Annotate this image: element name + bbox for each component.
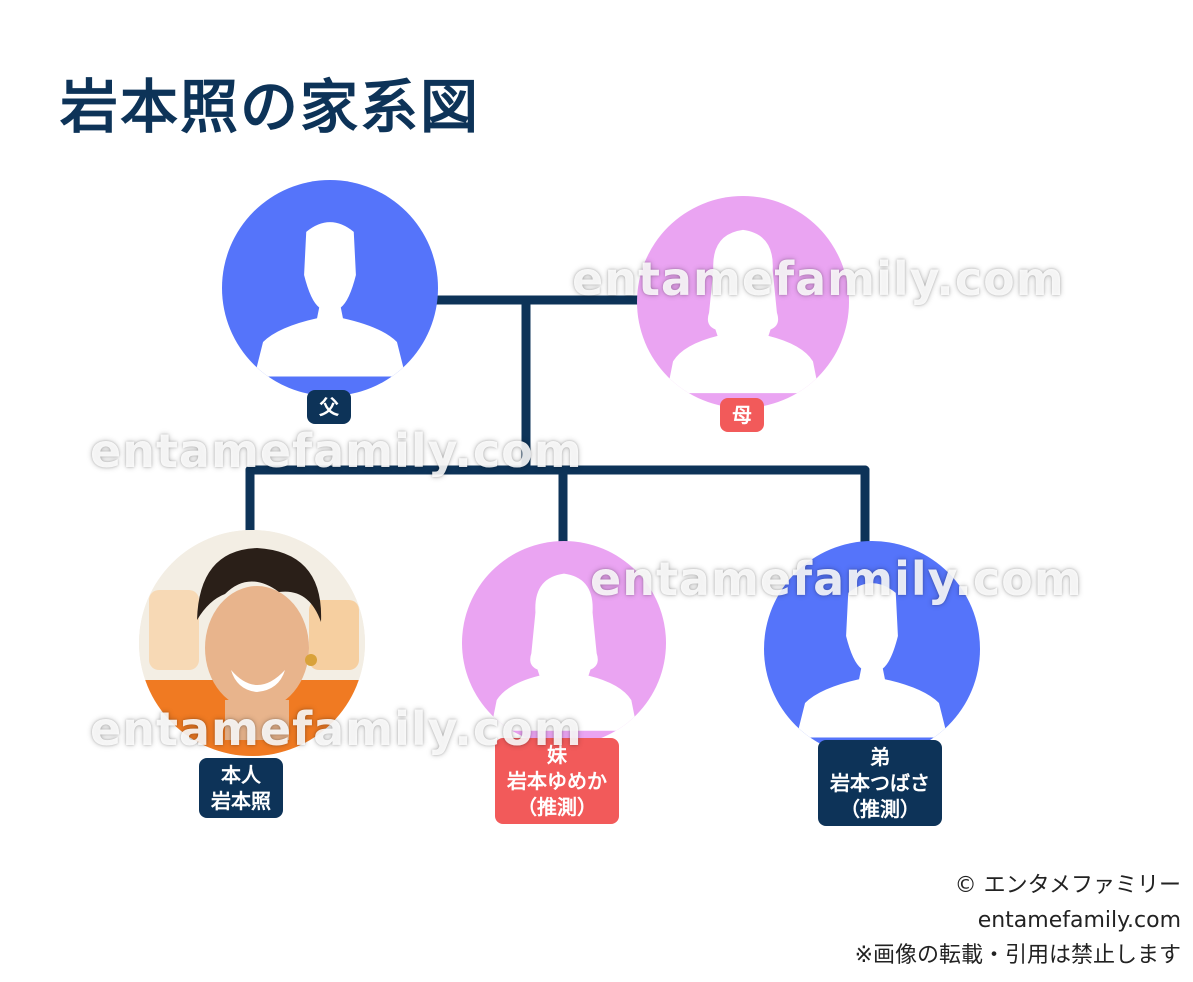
watermark: entamefamily.com [90,424,583,478]
father-node [222,180,438,396]
father-label-badge: 父 [307,390,351,424]
mother-label-badge: 母 [720,398,764,432]
sister-label-badge: 妹 岩本ゆめか （推測） [495,738,619,824]
photo-portrait [139,530,365,756]
watermark: entamefamily.com [572,252,1065,306]
self-photo [139,530,365,756]
watermark: entamefamily.com [90,702,583,756]
notice-text: ※画像の転載・引用は禁止します [854,943,1181,968]
page-title: 岩本照の家系図 [60,73,481,141]
male-silhouette-icon [254,222,406,377]
male-silhouette-icon [796,583,948,738]
brother-node [764,541,980,757]
mother-node [637,196,849,408]
footer: © エンタメファミリー entamefamily.com ※画像の転載・引用は禁… [855,868,1181,973]
sister-node [462,541,666,745]
watermark: entamefamily.com [590,552,1083,606]
female-silhouette-icon [666,229,820,394]
brother-label-badge: 弟 岩本つばさ （推測） [818,740,942,826]
self-label-badge: 本人 岩本照 [199,758,283,818]
copyright-text: © エンタメファミリー [954,873,1181,898]
site-text: entamefamily.com [977,908,1181,933]
female-silhouette-icon [490,573,638,731]
